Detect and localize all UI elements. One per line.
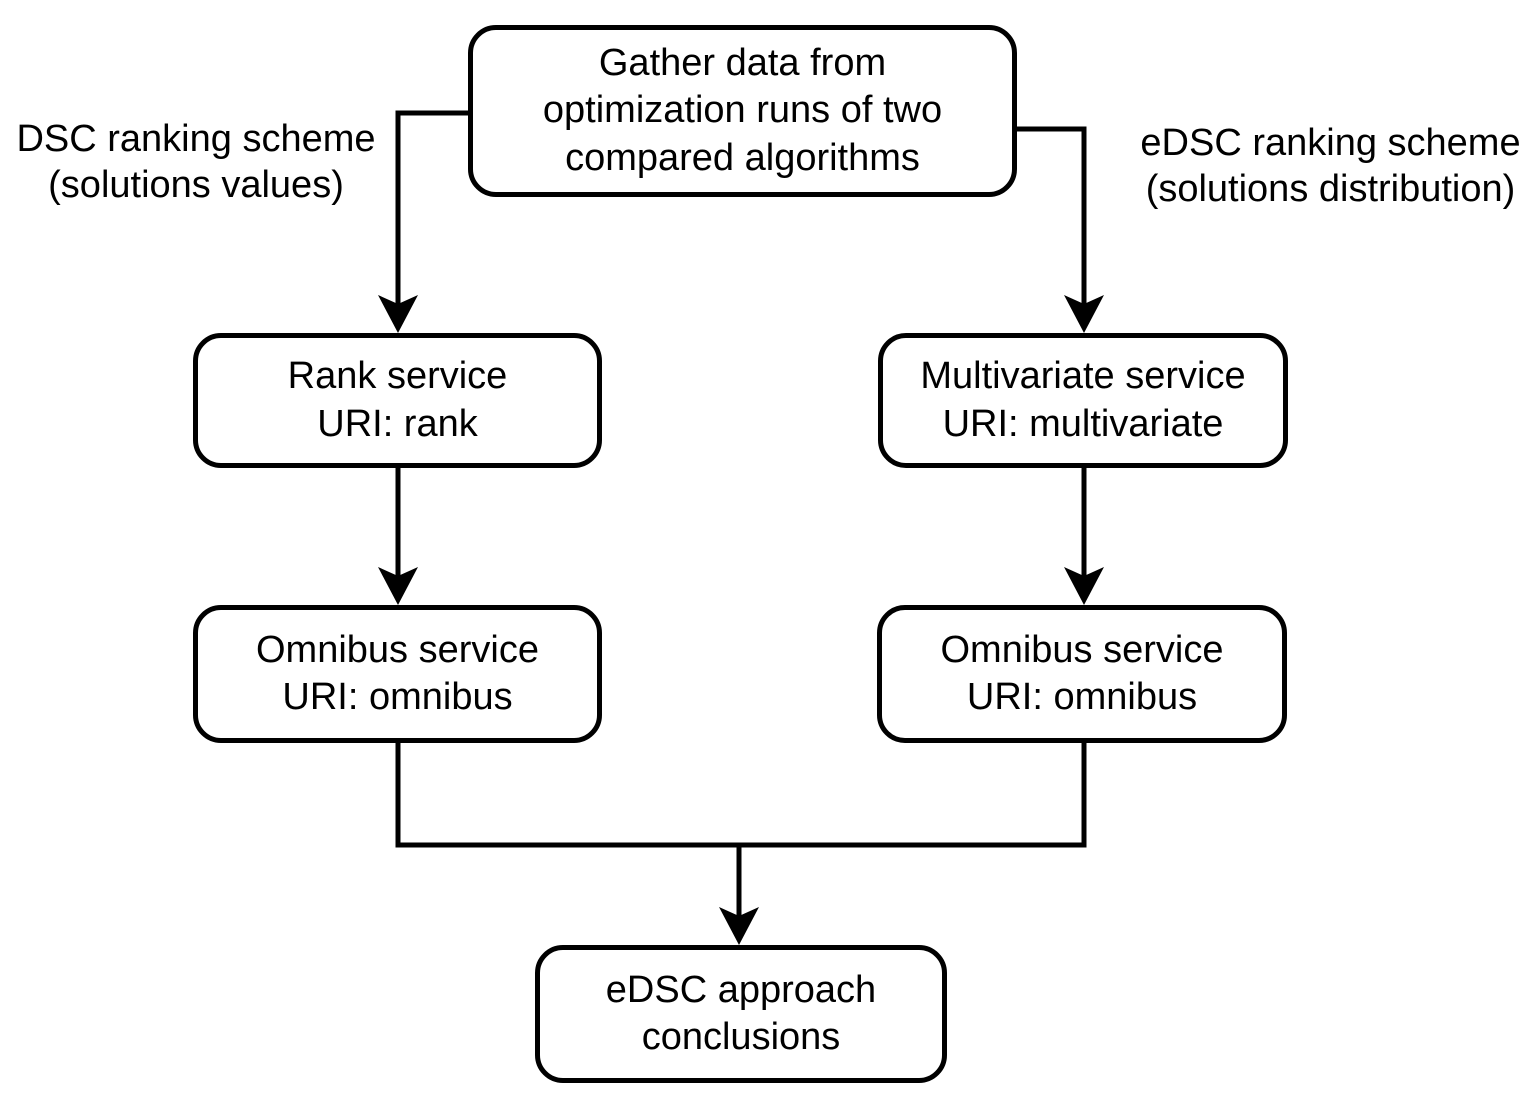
node-omnibus-service-left-line: URI: omnibus: [282, 676, 513, 718]
label-dsc-ranking-scheme-line: DSC ranking scheme: [16, 118, 376, 160]
node-omnibus-service-left: Omnibus service URI: omnibus: [193, 605, 602, 743]
edge-gather-to-multivariate: [1017, 126, 1087, 306]
label-edsc-ranking-scheme-line: (solutions distribution): [1145, 168, 1516, 211]
node-edsc-conclusions: eDSC approach conclusions: [535, 945, 947, 1083]
arrowhead-down-multivariate: [1064, 295, 1104, 333]
node-gather-data-line: compared algorithms: [565, 136, 920, 179]
node-rank-service-line: URI: rank: [317, 402, 478, 445]
node-omnibus-service-left-line: Omnibus service: [256, 628, 539, 671]
label-edsc-ranking-scheme-line: eDSC ranking scheme: [1140, 122, 1521, 164]
node-multivariate-service-line: Multivariate service: [920, 355, 1246, 398]
edge-gather-to-rank: [395, 110, 468, 306]
node-multivariate-service: Multivariate service URI: multivariate: [878, 333, 1288, 468]
arrowhead-down-rank: [378, 295, 418, 333]
arrowhead-down-omnibus-left: [378, 567, 418, 605]
label-dsc-ranking-scheme-line: (solutions values): [48, 164, 344, 207]
node-rank-service: Rank service URI: rank: [193, 333, 602, 468]
arrowhead-down-omnibus-right: [1064, 567, 1104, 605]
node-omnibus-service-right: Omnibus service URI: omnibus: [877, 605, 1287, 743]
edge-merge-connector: [395, 743, 1087, 848]
node-omnibus-service-right-line: URI: omnibus: [966, 676, 1198, 718]
arrowhead-down-conclusions: [719, 907, 759, 945]
node-gather-data-line: Gather data from: [598, 42, 887, 85]
node-gather-data: Gather data from optimization runs of tw…: [468, 25, 1017, 197]
node-omnibus-service-right-line: Omnibus service: [940, 628, 1224, 671]
label-edsc-ranking-scheme: eDSC ranking scheme (solutions distribut…: [1130, 120, 1531, 213]
node-edsc-conclusions-line: eDSC approach: [605, 968, 877, 1011]
node-multivariate-service-line: URI: multivariate: [942, 402, 1224, 445]
label-dsc-ranking-scheme: DSC ranking scheme (solutions values): [0, 116, 392, 209]
node-gather-data-line: optimization runs of two: [542, 89, 943, 132]
node-rank-service-line: Rank service: [287, 355, 508, 398]
node-edsc-conclusions-line: conclusions: [641, 1016, 841, 1058]
